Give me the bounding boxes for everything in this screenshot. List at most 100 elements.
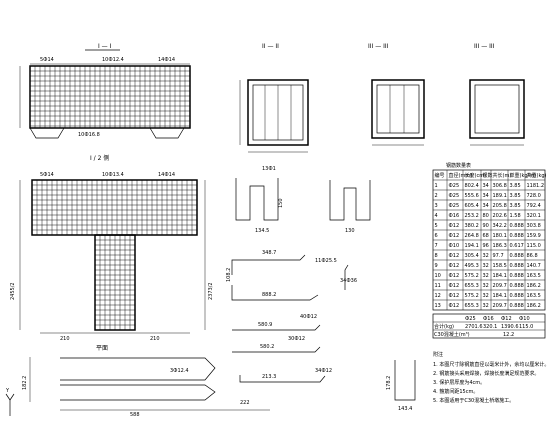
table-header: 共长(m) bbox=[493, 172, 512, 179]
table-cell: 34 bbox=[483, 183, 489, 189]
dim-bottom-1: 10Ф16.8 bbox=[78, 132, 100, 138]
table-cell: 86.8 bbox=[527, 253, 538, 259]
section-i-i-title: I — I bbox=[98, 43, 112, 50]
dim-b1: 210 bbox=[60, 336, 70, 342]
dim-mid-1: 5Ф14 bbox=[40, 172, 54, 178]
table-cell: 68 bbox=[483, 233, 489, 239]
section-i-i: I — I 5Ф14 10Ф12.4 14Ф14 10Ф16.8 bbox=[19, 43, 191, 139]
dim-top-2: 10Ф12.4 bbox=[102, 57, 124, 63]
label-d11: 40Ф12 bbox=[300, 314, 317, 320]
table-header: 长度(cm) bbox=[465, 172, 487, 179]
table-header: 单重(kg/m) bbox=[510, 172, 537, 179]
dim-right-label: 2373/2 bbox=[208, 282, 214, 300]
table-cell: 202.6 bbox=[493, 213, 507, 219]
table-cell: 180.1 bbox=[493, 233, 507, 239]
table-cell: 3.85 bbox=[510, 193, 521, 199]
table-cell: 115.0 bbox=[527, 243, 541, 249]
section-i-pile-left bbox=[29, 127, 65, 139]
plan-width: 588 bbox=[130, 412, 140, 418]
bar-3 bbox=[232, 324, 321, 331]
note-1: 1. 本图尺寸除钢筋直径以毫米计外，余均以厘米计。 bbox=[433, 361, 549, 368]
table-cell: 32 bbox=[483, 293, 489, 299]
note-3: 3. 保护层厚度为4cm。 bbox=[433, 379, 485, 386]
table-cell: 0.888 bbox=[510, 233, 524, 239]
plan-note: 3Ф12.4 bbox=[170, 368, 189, 374]
dim-left-label: 2455/2 bbox=[10, 282, 16, 300]
table-cell: 6 bbox=[435, 233, 438, 239]
table-cell: 32 bbox=[483, 263, 489, 269]
elevation-title: I / 2 侧 bbox=[90, 154, 109, 162]
table-cell: 186.2 bbox=[527, 303, 541, 309]
section-ii-title: II — II bbox=[262, 43, 279, 50]
notes-title: 附注 bbox=[433, 351, 443, 358]
table-cell: 10 bbox=[435, 273, 441, 279]
section-ii-ii: II — II bbox=[239, 43, 309, 153]
table-cell: 12 bbox=[435, 293, 441, 299]
table-cell: 5 bbox=[435, 223, 438, 229]
table-cell: Ф12 bbox=[449, 223, 460, 229]
table-cell: 186.2 bbox=[527, 283, 541, 289]
label-d6: 348.7 bbox=[262, 250, 276, 256]
summary-head: Ф25 bbox=[465, 316, 476, 322]
table-cell: Ф25 bbox=[449, 183, 460, 189]
table-cell: 3.85 bbox=[510, 183, 521, 189]
table-cell: 96 bbox=[483, 243, 489, 249]
note-5: 5. 本图适用于C30混凝土桥墩施工。 bbox=[433, 397, 514, 404]
dim-mid-3: 14Ф14 bbox=[158, 172, 175, 178]
table-cell: Ф12 bbox=[449, 293, 460, 299]
table-cell: 32 bbox=[483, 283, 489, 289]
note-4: 4. 箍筋间距15cm。 bbox=[433, 388, 478, 395]
table-cell: 90 bbox=[483, 223, 489, 229]
table-cell: 140.7 bbox=[527, 263, 541, 269]
table-cell: 0.888 bbox=[510, 293, 524, 299]
table-cell: 80 bbox=[483, 213, 489, 219]
table-cell: Ф12 bbox=[449, 303, 460, 309]
table-cell: 655.3 bbox=[465, 303, 479, 309]
section-iii-inner bbox=[376, 84, 420, 134]
plan-height: 182.2 bbox=[22, 376, 28, 390]
table-cell: 32 bbox=[483, 273, 489, 279]
table-cell: Ф25 bbox=[449, 203, 460, 209]
table-cell: 0.888 bbox=[510, 263, 524, 269]
table-cell: 209.7 bbox=[493, 303, 507, 309]
table-cell: 158.5 bbox=[493, 263, 507, 269]
table-cell: Ф10 bbox=[449, 243, 460, 249]
table-title: 钢筋数量表 bbox=[446, 162, 471, 169]
table-cell: 97.7 bbox=[493, 253, 504, 259]
table-cell: 32 bbox=[483, 303, 489, 309]
table-cell: 792.4 bbox=[527, 203, 541, 209]
stirrup-1 bbox=[235, 178, 279, 221]
section-iiib-inner bbox=[474, 84, 520, 134]
bar-5 bbox=[239, 375, 326, 383]
concrete-val: 12.2 bbox=[503, 332, 514, 338]
label-d18: 143.4 bbox=[398, 406, 412, 412]
label-d12: 580.2 bbox=[260, 344, 274, 350]
bar-2 bbox=[231, 285, 319, 301]
table-cell: 2 bbox=[435, 193, 438, 199]
label-d16: 108.2 bbox=[226, 268, 232, 282]
note-2: 2. 钢筋接头采用焊接，焊接长度满足规范要求。 bbox=[433, 370, 539, 377]
table-cell: 555.6 bbox=[465, 193, 479, 199]
table-cell: 655.3 bbox=[465, 283, 479, 289]
table-cell: 1.58 bbox=[510, 213, 521, 219]
table-header: 直径(mm) bbox=[449, 172, 473, 179]
table-cell: 163.5 bbox=[527, 273, 541, 279]
summary-val: 115.0 bbox=[519, 324, 533, 330]
table-cell: 0.888 bbox=[510, 303, 524, 309]
table-cell: 320.1 bbox=[527, 213, 541, 219]
rebar-grid-column bbox=[95, 235, 135, 330]
elevation: I / 2 侧 5Ф14 10Ф13.4 14Ф14 2455/2 2373/2… bbox=[10, 154, 214, 342]
table-cell: 605.4 bbox=[465, 203, 479, 209]
l-bar bbox=[394, 360, 416, 401]
table-cell: Ф12 bbox=[449, 263, 460, 269]
table-cell: 4 bbox=[435, 213, 438, 219]
table-cell: Ф25 bbox=[449, 193, 460, 199]
rebar-table: 钢筋数量表 编号直径(mm)长度(cm)根数共长(m)单重(kg/m)共重(kg… bbox=[432, 162, 547, 339]
label-d3: 150 bbox=[278, 198, 284, 208]
rebar-grid-cap bbox=[32, 180, 197, 235]
table-cell: 495.3 bbox=[465, 263, 479, 269]
table-cell: 163.5 bbox=[527, 293, 541, 299]
table-cell: Ф12 bbox=[449, 273, 460, 279]
